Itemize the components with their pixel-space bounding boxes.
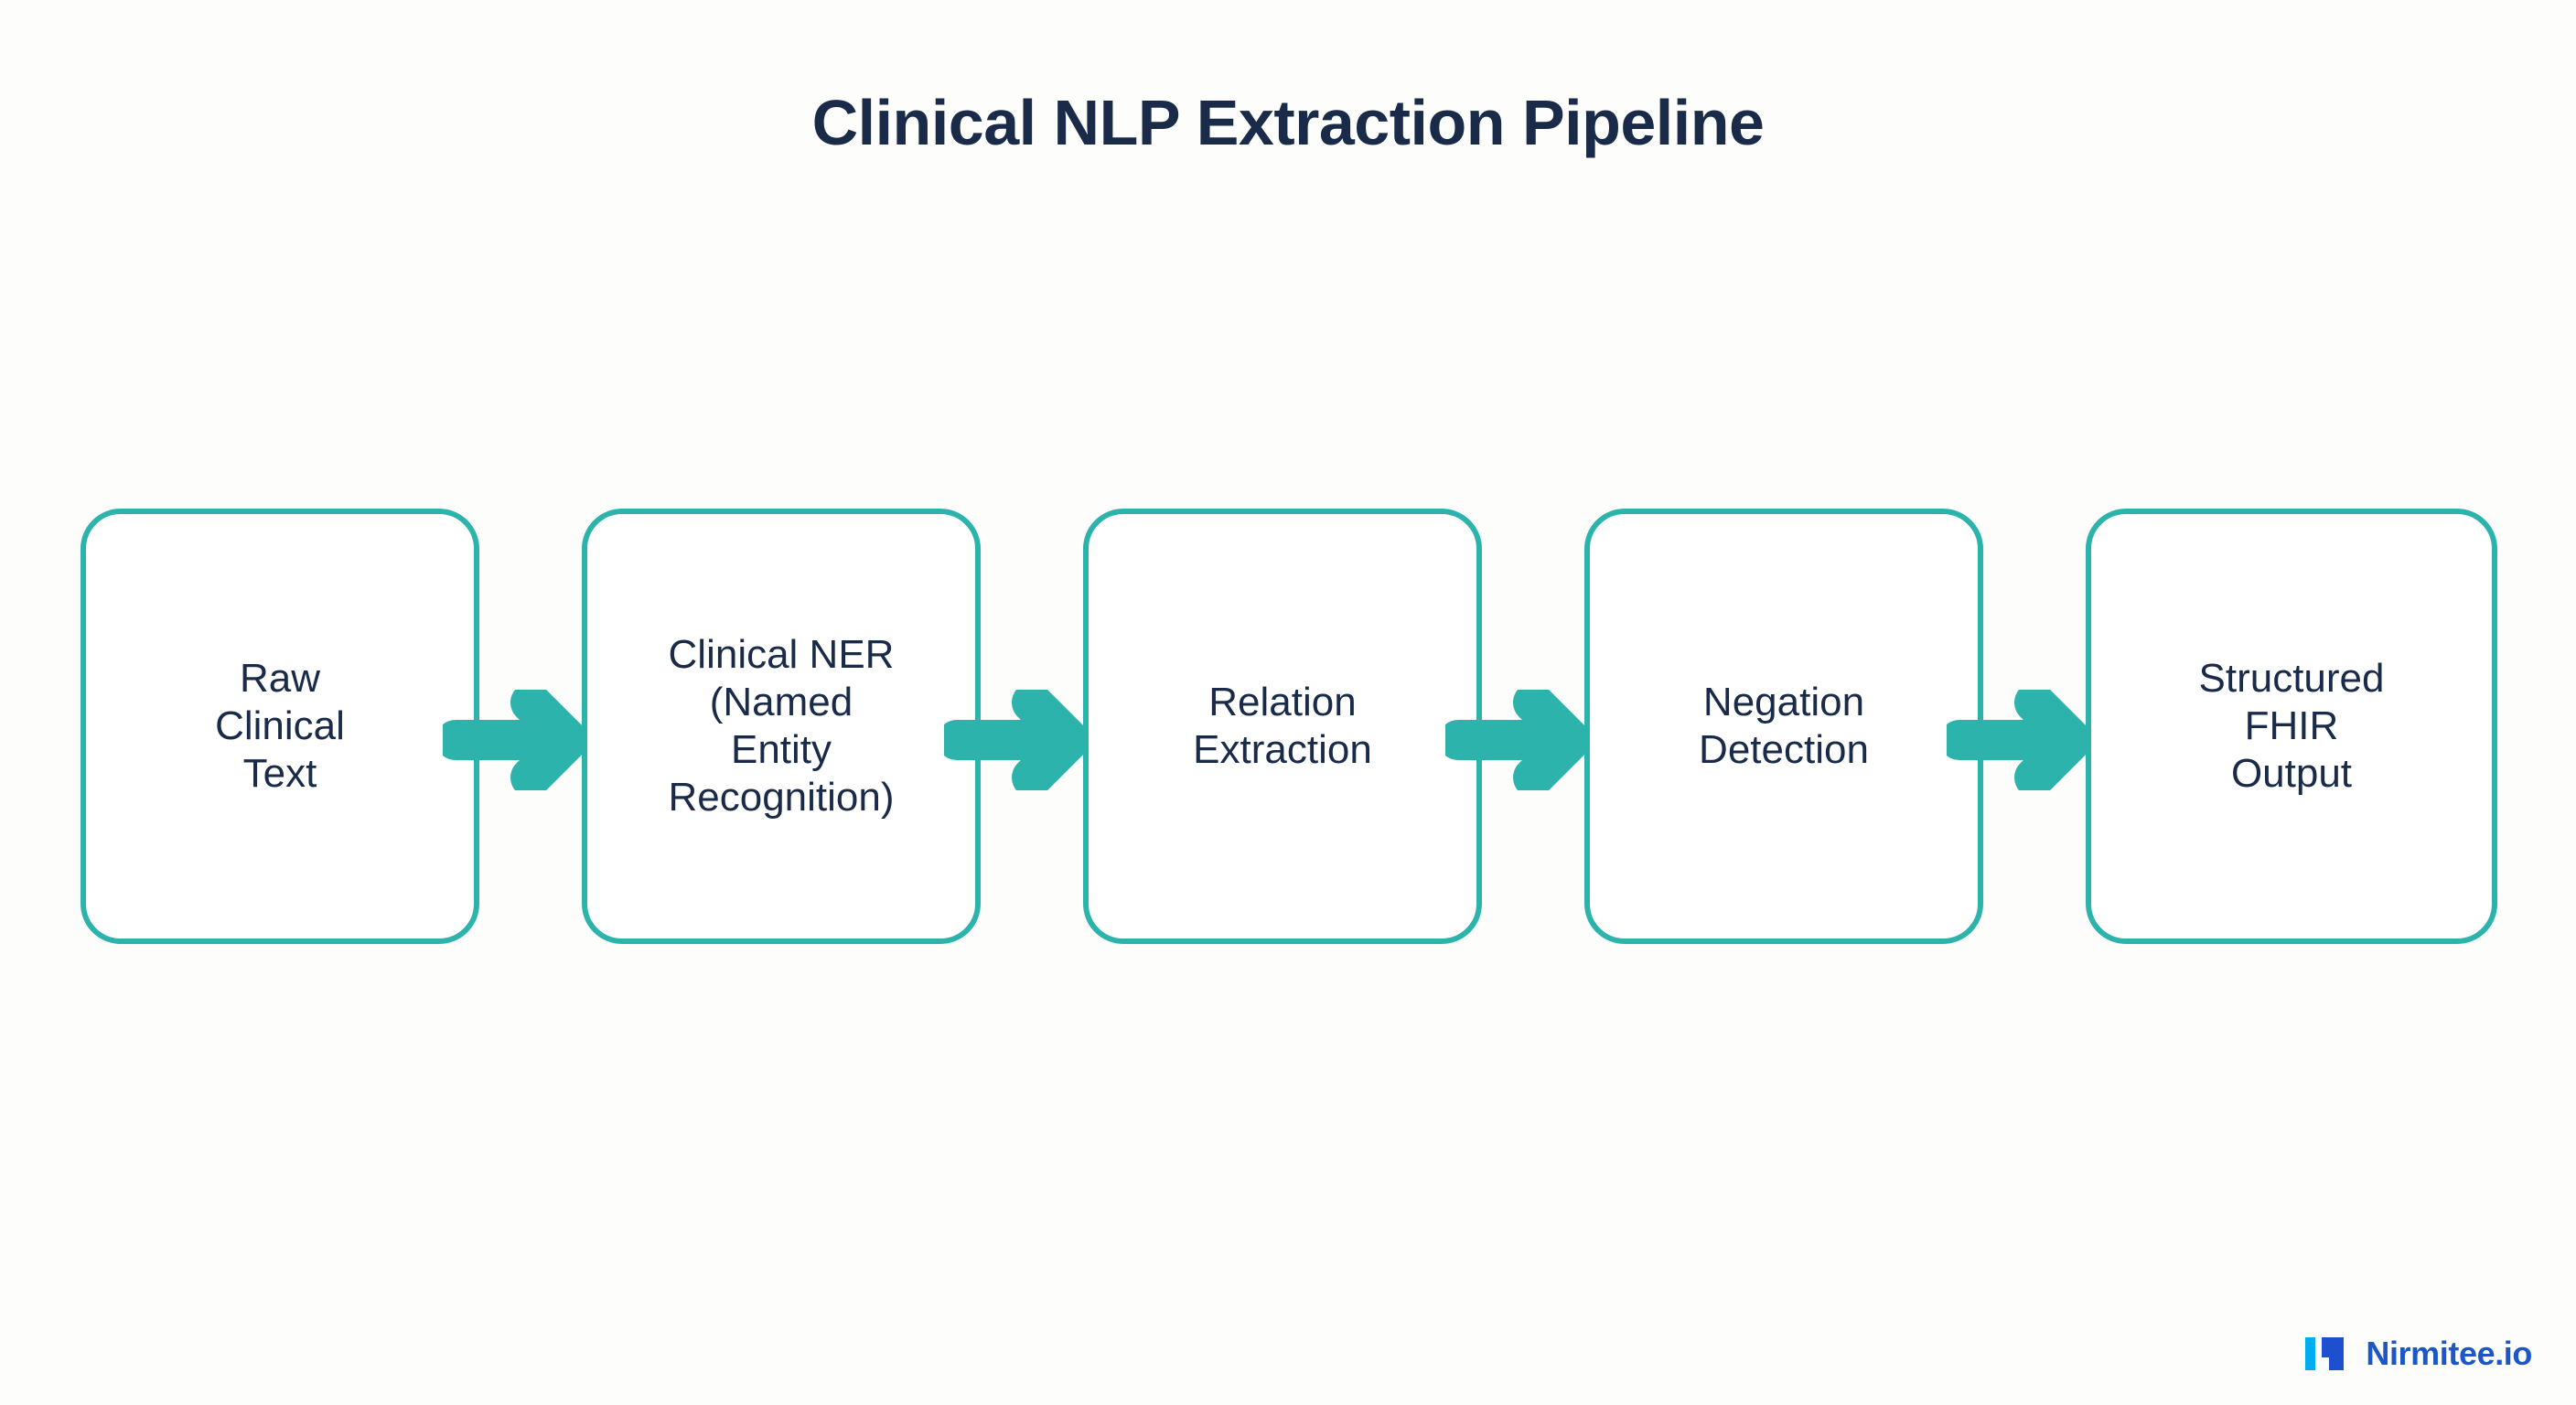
pipeline-node-label: Structured FHIR Output: [2198, 656, 2385, 796]
arrow-right-icon: [1947, 690, 2111, 790]
pipeline-node-structured-fhir-output[interactable]: Structured FHIR Output: [2086, 509, 2497, 944]
pipeline-diagram: Raw Clinical Text Clinical NER (Named En…: [80, 509, 2497, 944]
pipeline-node-relation-extraction[interactable]: Relation Extraction: [1083, 509, 1482, 944]
pipeline-node-raw-clinical-text[interactable]: Raw Clinical Text: [80, 509, 479, 944]
pipeline-node-clinical-ner[interactable]: Clinical NER (Named Entity Recognition): [582, 509, 981, 944]
pipeline-node-label: Negation Detection: [1699, 680, 1869, 772]
brand-watermark: Nirmitee.io: [2303, 1334, 2532, 1374]
pipeline-node-label: Relation Extraction: [1193, 680, 1372, 772]
arrow-right-icon: [443, 690, 607, 790]
brand-name: Nirmitee.io: [2366, 1335, 2532, 1372]
arrow-right-icon: [944, 690, 1109, 790]
pipeline-node-label: Raw Clinical Text: [215, 656, 345, 796]
page-title: Clinical NLP Extraction Pipeline: [811, 87, 1765, 158]
nirmitee-logo-icon: [2305, 1337, 2345, 1370]
pipeline-node-label: Clinical NER (Named Entity Recognition): [668, 632, 895, 820]
pipeline-node-negation-detection[interactable]: Negation Detection: [1584, 509, 1983, 944]
arrow-right-icon: [1445, 690, 1610, 790]
